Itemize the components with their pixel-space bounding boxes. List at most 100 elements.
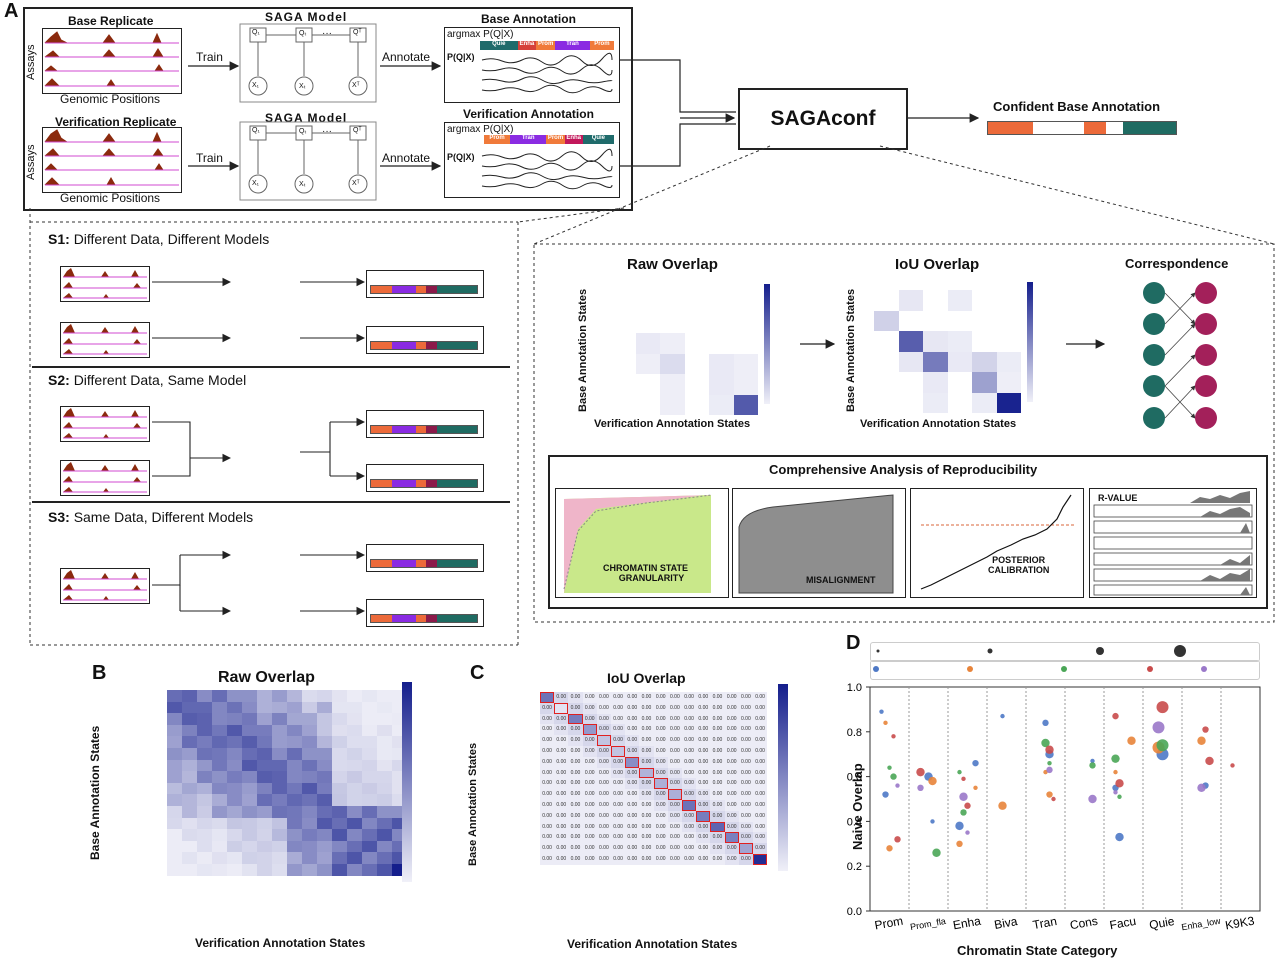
- scenario-rep-tracks-3: [60, 406, 150, 442]
- panel_c-cell: 0.00: [568, 778, 583, 790]
- panel_b-cell: [347, 782, 362, 795]
- raw-overview-cell: [733, 374, 758, 395]
- scenario-track-seg: [392, 342, 416, 349]
- s1-heading: S1: Different Data, Different Models: [48, 231, 269, 247]
- panel_c-cell: 0.00: [625, 832, 640, 844]
- panel_b-cell: [377, 806, 392, 818]
- panel_c-cell: 0.00: [554, 756, 569, 768]
- point-GM12878: [1113, 769, 1118, 775]
- panel_b-cell: [287, 759, 302, 772]
- panel_b-cell: [347, 794, 362, 806]
- panel_c-cell: 0.00: [724, 854, 739, 865]
- x-tick-label-Prom_fla: Prom_fla: [909, 916, 946, 932]
- panel_b-cell: [377, 771, 392, 783]
- panel_b-cell: [182, 782, 197, 795]
- panel_c-cell: 0.00: [625, 821, 640, 833]
- panel_c-cell: 0.00: [653, 735, 668, 746]
- scenario-track-seg: [415, 342, 427, 349]
- panel_c-cell: [639, 767, 654, 779]
- iou-overview-cell: [923, 392, 948, 413]
- raw-overview-cell: [684, 353, 709, 374]
- panel_c-cell: 0.00: [625, 724, 640, 736]
- panel_b-cell: [227, 864, 242, 876]
- panel_b-cell: [332, 852, 347, 864]
- panel_c-cell: 0.00: [611, 854, 626, 865]
- panel_b-cell: [272, 794, 287, 806]
- raw-overview-cell: [733, 312, 758, 333]
- panel_c-cell: 0.00: [682, 746, 697, 757]
- y-tick-label: 0.4: [847, 816, 862, 828]
- panel_b-cell: [332, 782, 347, 795]
- panel_c-cell: 0.00: [611, 692, 626, 703]
- panel_b-cell: [347, 771, 362, 783]
- qT-node: Qᵀ: [353, 29, 362, 36]
- panel_b-cell: [332, 690, 347, 702]
- panel_c-cell: 0.00: [753, 810, 768, 822]
- panel_c-cell: 0.00: [710, 767, 725, 779]
- panel_b-cell: [347, 690, 362, 702]
- raw-overview-cell: [635, 353, 660, 374]
- panel_b-cell: [272, 782, 287, 795]
- panel_c-cell: 0.00: [667, 713, 682, 725]
- point-CD14: [1115, 832, 1124, 842]
- panel_b-cell: [167, 736, 182, 748]
- panel_c-cell: 0.00: [724, 692, 739, 703]
- scenario-track-seg: [392, 286, 416, 293]
- base-node-S3: [1143, 344, 1165, 366]
- point-HeLa-S3: [1111, 754, 1120, 763]
- sagaconf-box: SAGAconf: [738, 88, 908, 150]
- panel_c-cell: 0.00: [753, 789, 768, 800]
- correspondence-edge: [1164, 354, 1196, 387]
- panel_c-cell: 0.00: [710, 735, 725, 746]
- panel_b-cell: [182, 806, 197, 818]
- iou-overview-cell: [874, 331, 899, 352]
- panel_b-cell: [392, 782, 407, 795]
- point-K562: [894, 836, 901, 843]
- panel_c-cell: 0.00: [568, 843, 583, 854]
- panel_c-cell: 0.00: [696, 756, 711, 768]
- raw-overview-cell: [611, 292, 636, 313]
- panel_b-cell: [227, 690, 242, 702]
- raw-overview-cell: [684, 394, 709, 415]
- panel_b-cell: [317, 701, 332, 714]
- panel_b-cell: [257, 840, 272, 853]
- panel_b-cell: [377, 690, 392, 702]
- iou-overview-cell: [996, 351, 1021, 372]
- panel_b-cell: [362, 829, 377, 841]
- base-replicate-tracks: [42, 28, 182, 94]
- panel_c-cell: 0.00: [582, 800, 597, 811]
- size-legend: [870, 642, 1260, 662]
- panel_b-cell: [362, 794, 377, 806]
- panel_c-cell: 0.00: [540, 702, 555, 714]
- panel_b-cell: [377, 713, 392, 725]
- iou-overview-cell: [972, 310, 997, 331]
- scenario-track-seg: [436, 426, 477, 433]
- panel_c-cell: 0.00: [710, 854, 725, 865]
- panel_b-cell: [317, 724, 332, 737]
- thumb4-label: R-VALUE: [1098, 493, 1138, 503]
- panel_c-cell: 0.00: [682, 713, 697, 725]
- panel_b-cell: [362, 840, 377, 853]
- panel_b-cell: [257, 759, 272, 772]
- panel_b-cell: [242, 736, 257, 748]
- panel_c-cell: 0.00: [667, 724, 682, 736]
- panel_c-cell: 0.00: [653, 767, 668, 779]
- panel_c-cell: [738, 843, 753, 854]
- panel_b-cell: [182, 829, 197, 841]
- verif-state-track: Prom Tran Prom Enha Quie: [484, 135, 614, 144]
- verification-replicate-label: Verification Replicate: [55, 115, 177, 129]
- panel_c-cell: [653, 778, 668, 790]
- panel_b-cell: [167, 701, 182, 714]
- panel_b-cell: [302, 794, 317, 806]
- panel_c-cell: 0.00: [653, 832, 668, 844]
- panel_c-cell: 0.00: [611, 713, 626, 725]
- vtrack-quie: Quie: [582, 135, 614, 144]
- panel_c-cell: 0.00: [753, 724, 768, 736]
- panel_c-cell: 0.00: [582, 843, 597, 854]
- panel_b-cell: [332, 794, 347, 806]
- point-HeLa-S3: [932, 848, 941, 857]
- panel_b-cell: [212, 864, 227, 876]
- panel_c-cell: 0.00: [611, 789, 626, 800]
